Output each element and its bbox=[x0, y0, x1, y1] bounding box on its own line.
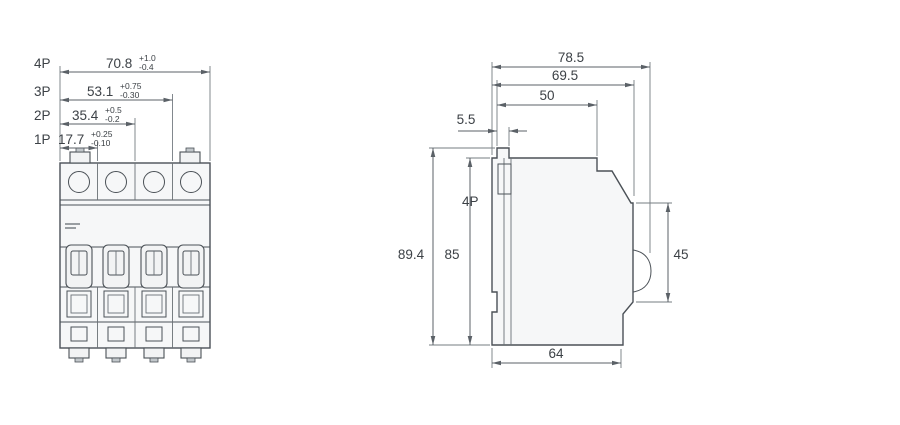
terminal-screw-circle bbox=[143, 171, 165, 193]
dim-clip-tab-value: 5.5 bbox=[457, 112, 476, 127]
side-body-outline bbox=[491, 147, 634, 346]
front-top-tab-right-nub bbox=[185, 147, 195, 153]
front-pole-dividers-top bbox=[97, 163, 173, 200]
side-view bbox=[491, 147, 652, 346]
dim-2p-tol-plus: +0.5 bbox=[105, 105, 122, 115]
dim-body-height-value: 85 bbox=[444, 247, 459, 262]
dim-base-depth-value: 64 bbox=[548, 346, 564, 361]
bottom-terminal bbox=[141, 290, 167, 318]
bottom-terminal-inner bbox=[70, 294, 88, 314]
bottom-terminal-inner bbox=[145, 294, 163, 314]
terminal-screw-circle bbox=[68, 171, 90, 193]
dim-3p-value: 53.1 bbox=[87, 84, 113, 99]
front-top-tab-left bbox=[69, 151, 91, 164]
bottom-terminal bbox=[178, 290, 204, 318]
front-label-mark bbox=[65, 223, 80, 229]
bottom-screw-port bbox=[70, 326, 88, 342]
pole-label-2p: 2P bbox=[34, 108, 51, 123]
side-view-dimensions: 78.5 69.5 50 5.5 89.4 85 45 64 4P bbox=[398, 50, 689, 368]
bottom-tab bbox=[68, 347, 90, 359]
bottom-screw-port bbox=[145, 326, 163, 342]
bottom-terminal-inner bbox=[107, 294, 125, 314]
front-top-tab-right bbox=[179, 151, 201, 164]
bottom-tab bbox=[105, 347, 127, 359]
pole-label-4p: 4P bbox=[34, 56, 51, 71]
bottom-tab-nub bbox=[74, 357, 84, 363]
bottom-terminal-inner bbox=[182, 294, 200, 314]
terminal-screw-circle bbox=[180, 171, 202, 193]
pole-label-3p: 3P bbox=[34, 84, 51, 99]
toggle-handles bbox=[65, 244, 205, 289]
dim-body-depth-value: 69.5 bbox=[552, 68, 578, 83]
bottom-tab-nub bbox=[186, 357, 196, 363]
dim-4p-value: 70.8 bbox=[106, 56, 132, 71]
dim-overall-height-value: 89.4 bbox=[398, 247, 425, 262]
dim-top-depth-value: 50 bbox=[539, 88, 554, 103]
bottom-tab-nub bbox=[149, 357, 159, 363]
dim-1p-tol-plus: +0.25 bbox=[91, 129, 113, 139]
dim-3p-tol-plus: +0.75 bbox=[120, 81, 142, 91]
bottom-terminal bbox=[103, 290, 129, 318]
front-top-tab-left-nub bbox=[75, 147, 85, 153]
front-view-dimensions: 4P 70.8 +1.0 -0.4 3P 53.1 +0.75 -0.30 2P… bbox=[34, 53, 211, 161]
bottom-screw-port bbox=[107, 326, 125, 342]
bottom-terminal bbox=[66, 290, 92, 318]
front-extension-lines bbox=[59, 66, 211, 161]
dim-1p-tol-minus: -0.10 bbox=[91, 138, 111, 148]
dim-1p-value: 17.7 bbox=[58, 132, 84, 147]
bottom-screw-port bbox=[182, 326, 200, 342]
bottom-tab bbox=[180, 347, 202, 359]
terminal-screw-circle bbox=[105, 171, 127, 193]
bottom-terminals bbox=[66, 290, 204, 342]
dim-2p-value: 35.4 bbox=[72, 108, 99, 123]
front-pole-dividers-bottom bbox=[97, 287, 173, 348]
dim-4p-tol-minus: -0.4 bbox=[139, 62, 154, 72]
dim-3p-tol-minus: -0.30 bbox=[120, 90, 140, 100]
side-pole-label: 4P bbox=[462, 194, 479, 209]
dim-4p-tol-plus: +1.0 bbox=[139, 53, 156, 63]
dim-front-height-value: 45 bbox=[673, 247, 688, 262]
bottom-tab-nub bbox=[111, 357, 121, 363]
dim-overall-depth-value: 78.5 bbox=[558, 50, 584, 65]
pole-label-1p: 1P bbox=[34, 132, 51, 147]
front-bottom-tabs bbox=[68, 347, 202, 363]
side-extension-lines bbox=[429, 62, 672, 368]
side-toggle-bump bbox=[632, 249, 652, 293]
dim-2p-tol-minus: -0.2 bbox=[105, 114, 120, 124]
front-view bbox=[59, 147, 211, 363]
side-terminal-recess bbox=[497, 163, 512, 195]
bottom-tab bbox=[143, 347, 165, 359]
